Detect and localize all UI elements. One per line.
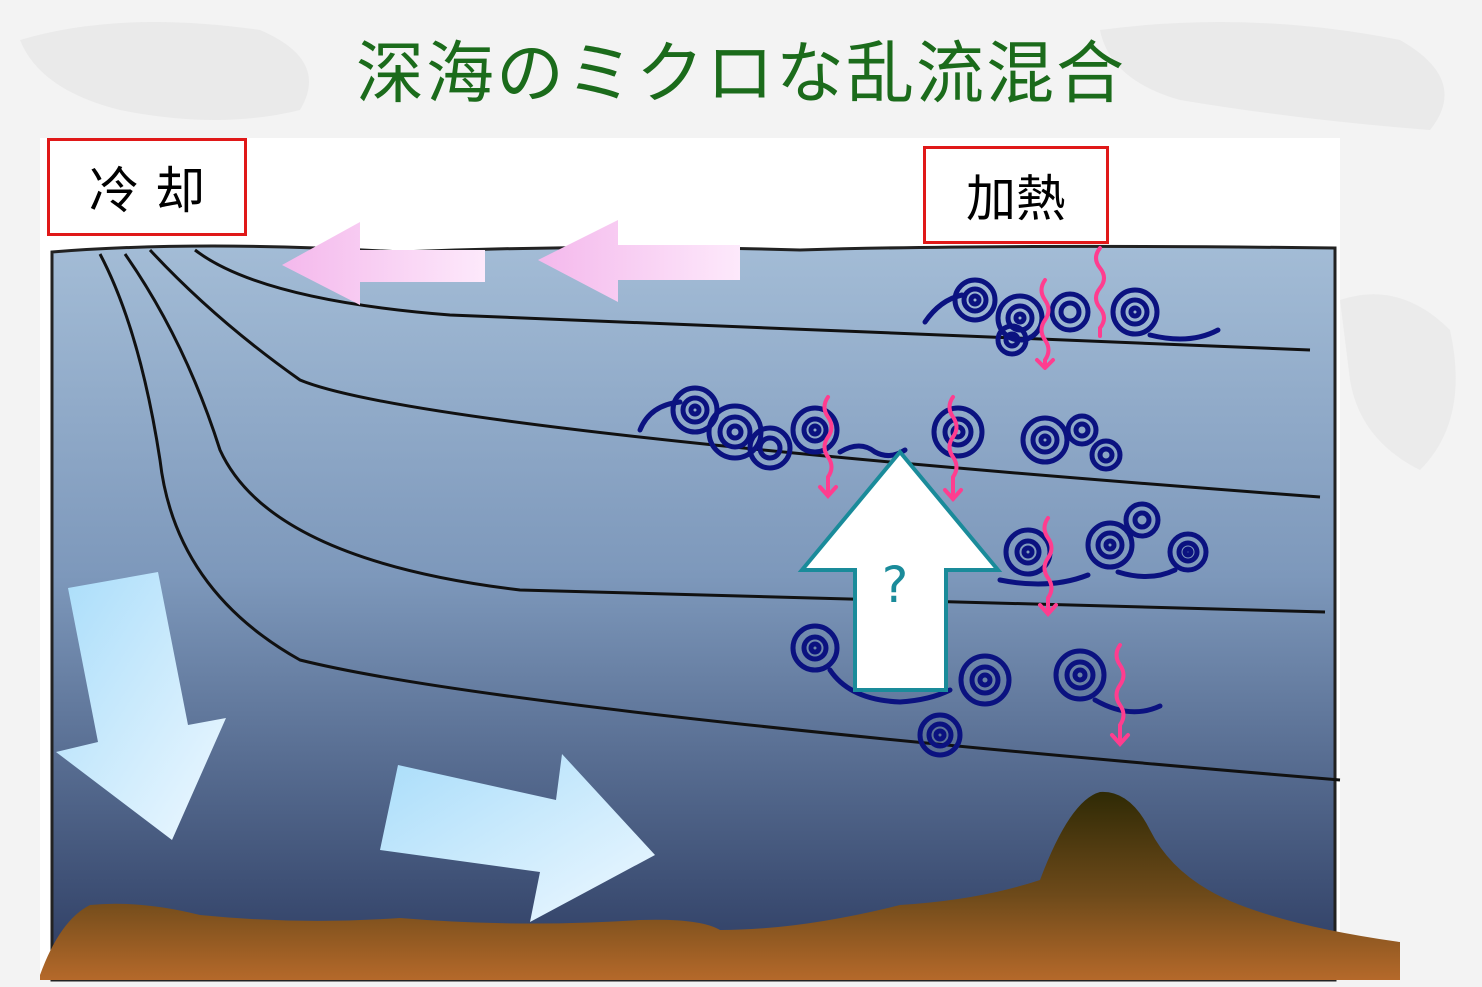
cooling-label: 冷 却 (47, 138, 247, 236)
heating-label: 加熱 (923, 146, 1109, 244)
seafloor (40, 791, 1400, 980)
turbulent-eddies (637, 277, 1221, 758)
heat-flux-arrows (818, 246, 1130, 748)
page-title: 深海のミクロな乱流混合 (355, 35, 1126, 114)
surface-flow-arrows (282, 220, 740, 305)
upwelling-arrow (797, 448, 1003, 692)
background-map (20, 22, 1456, 470)
deep-flow-arrows (56, 572, 655, 922)
question-mark: ? (881, 556, 909, 614)
isopycnal-lines (98, 248, 1341, 782)
